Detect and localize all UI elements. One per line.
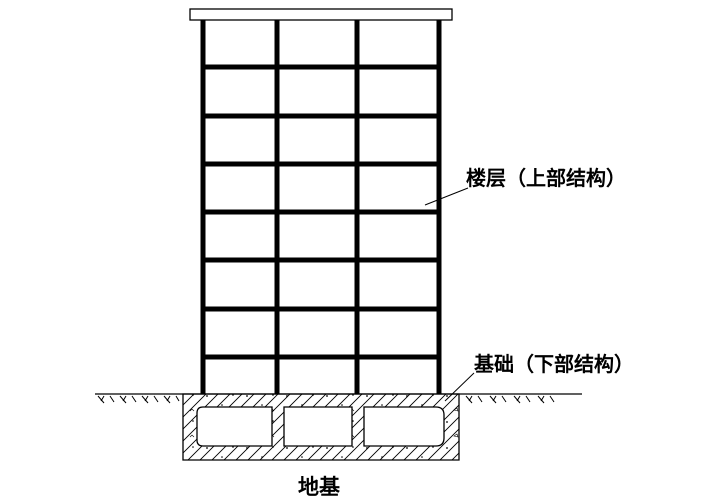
foundation-aggregate — [183, 394, 459, 460]
leader-line-lower — [444, 372, 475, 402]
roof-slab — [189, 8, 453, 21]
floor-beams — [203, 64, 439, 360]
leader-line-upper — [424, 187, 469, 206]
label-upper-structure: 楼层（上部结构） — [466, 166, 626, 190]
building-columns — [200, 20, 442, 394]
soil-marks-left — [97, 395, 180, 404]
foundation — [182, 393, 460, 461]
soil-marks-right — [465, 395, 555, 404]
label-subgrade: 地基 — [298, 475, 340, 499]
label-lower-structure: 基础（下部结构） — [474, 352, 634, 376]
